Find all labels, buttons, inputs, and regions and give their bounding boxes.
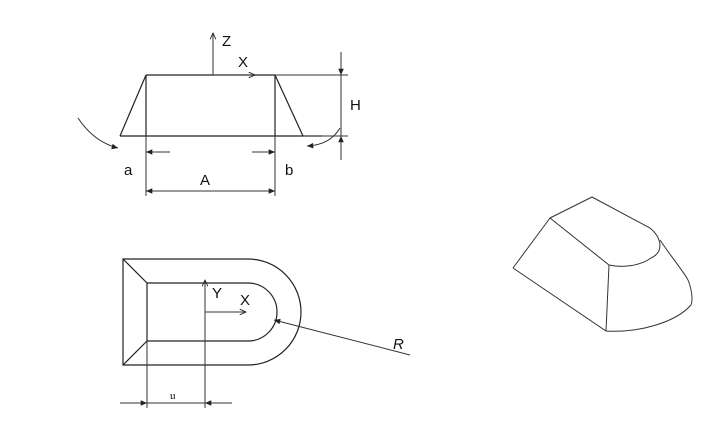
x-axis-front: X bbox=[213, 54, 255, 75]
radius-label: R bbox=[393, 336, 404, 353]
angle-b-label: b bbox=[285, 162, 293, 179]
front-view: Z X H A a b bbox=[77, 33, 361, 196]
iso-solid bbox=[512, 196, 693, 332]
radius-dimension: R bbox=[273, 318, 411, 356]
front-profile bbox=[119, 74, 348, 137]
z-axis: Z bbox=[213, 33, 231, 75]
x-axis-label-front: X bbox=[238, 54, 248, 71]
height-label: H bbox=[350, 97, 361, 114]
width-dimension: A bbox=[145, 136, 276, 196]
angle-a-label: a bbox=[124, 162, 133, 179]
z-axis-label: Z bbox=[222, 33, 231, 50]
x-axis-label-top: X bbox=[240, 292, 250, 309]
top-outline bbox=[122, 258, 302, 366]
top-view: Y X R u bbox=[120, 258, 411, 408]
height-dimension: H bbox=[338, 52, 361, 160]
y-axis-label: Y bbox=[212, 285, 222, 302]
offset-dimension: u bbox=[120, 312, 232, 408]
angle-b: b bbox=[252, 127, 341, 179]
y-axis: Y bbox=[205, 280, 222, 312]
x-axis-top: X bbox=[205, 292, 250, 312]
isometric-view bbox=[512, 196, 693, 332]
width-label: A bbox=[200, 172, 210, 189]
angle-a: a bbox=[77, 117, 170, 179]
offset-label: u bbox=[170, 390, 176, 402]
